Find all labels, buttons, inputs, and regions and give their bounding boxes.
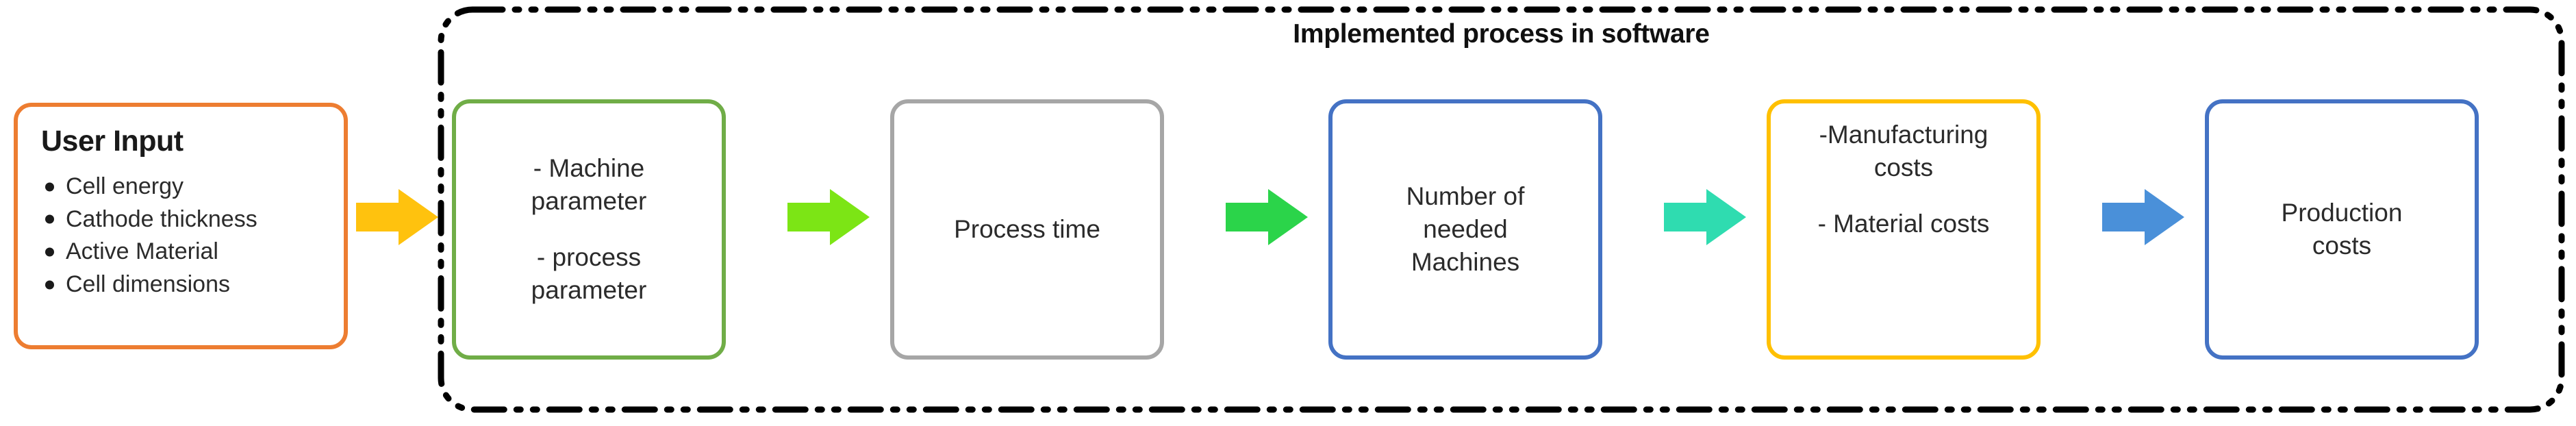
arrow-shape — [1226, 189, 1308, 245]
flow-box-machine-parameter: - Machine parameter - process parameter — [452, 99, 726, 360]
bullet-icon — [45, 280, 54, 290]
box-line: costs — [2312, 231, 2372, 260]
bullet-icon — [45, 247, 54, 257]
box-line: - Material costs — [1817, 210, 1990, 238]
box-line: parameter — [531, 276, 647, 305]
arrow-right-icon-4 — [1664, 186, 1746, 248]
box-line: Machines — [1411, 248, 1520, 277]
list-item-label: Cathode thickness — [66, 205, 257, 232]
user-input-list: Cell energy Cathode thickness Active Mat… — [41, 171, 344, 301]
flow-box-costs: -Manufacturing costs - Material costs — [1767, 99, 2041, 360]
user-input-title: User Input — [41, 125, 184, 158]
bullet-icon — [45, 182, 54, 192]
arrow-right-icon-2 — [787, 186, 870, 248]
box-line: -Manufacturing — [1819, 121, 1988, 149]
list-item: Cell energy — [41, 171, 344, 203]
arrow-shape — [356, 189, 438, 245]
arrow-shape — [2102, 189, 2184, 245]
implemented-process-container: Implemented process in software — [438, 6, 2565, 413]
user-input-box: User Input Cell energy Cathode thickness… — [14, 103, 348, 349]
list-item: Cell dimensions — [41, 268, 344, 301]
box-line: - process — [536, 243, 642, 271]
bullet-icon — [45, 214, 54, 224]
arrow-right-icon-1 — [356, 186, 438, 248]
box-line: Process time — [954, 214, 1100, 243]
list-item-label: Cell dimensions — [66, 271, 230, 297]
list-item: Active Material — [41, 236, 344, 268]
list-item-label: Active Material — [66, 238, 218, 265]
box-line: parameter — [531, 186, 647, 215]
arrow-right-icon-5 — [2102, 186, 2184, 248]
implemented-process-title: Implemented process in software — [1293, 19, 1710, 49]
box-line: - Machine — [533, 153, 645, 182]
box-line: costs — [1873, 153, 1934, 182]
arrow-shape — [787, 189, 870, 245]
arrow-shape — [1664, 189, 1746, 245]
flow-box-needed-machines: Number of needed Machines — [1328, 99, 1602, 360]
box-line: Number of — [1406, 181, 1525, 210]
flow-box-production-costs: Production costs — [2205, 99, 2479, 360]
box-line: Production — [2281, 198, 2403, 227]
list-item-label: Cell energy — [66, 173, 184, 199]
dashed-border — [438, 6, 2565, 413]
box-line: needed — [1423, 214, 1508, 243]
flow-box-process-time: Process time — [890, 99, 1164, 360]
list-item: Cathode thickness — [41, 203, 344, 236]
arrow-right-icon-3 — [1226, 186, 1308, 248]
